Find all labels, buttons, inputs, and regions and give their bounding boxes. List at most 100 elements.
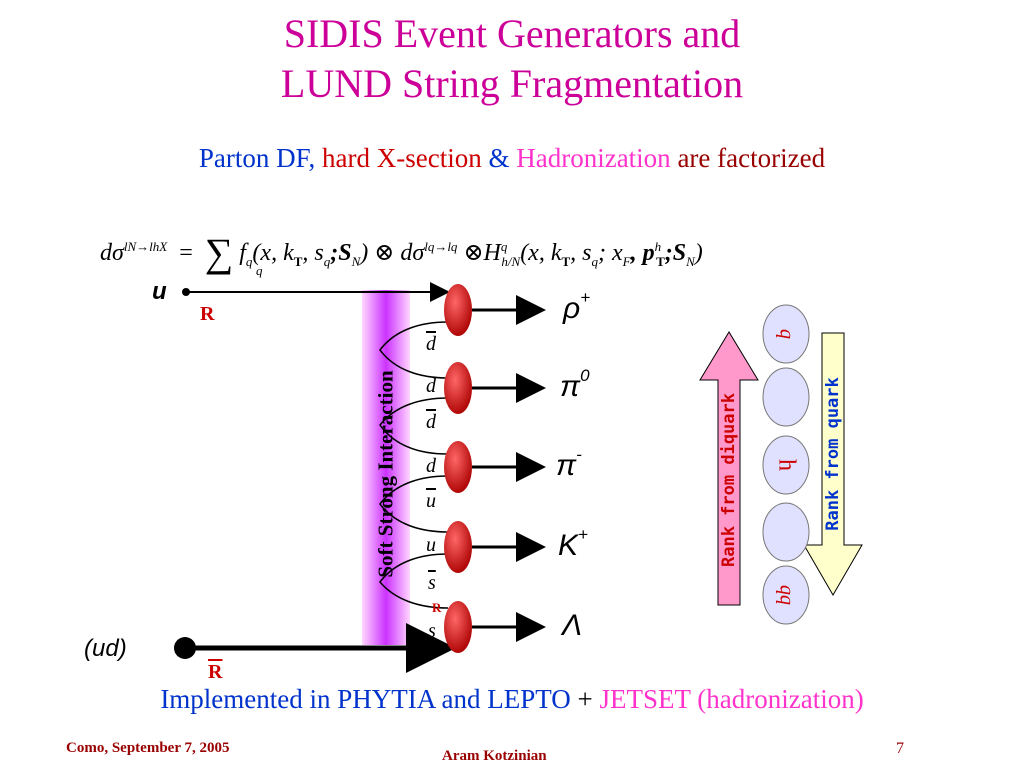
hadron-blob-1 [444,284,472,336]
hadron-pi-minus: π- [556,445,582,483]
formula-S1: ;S [330,240,352,266]
formula-pT: , p [630,240,655,266]
soft-interaction-band [362,290,410,645]
formula-xf: ; x [598,240,623,266]
formula-sum-sub: q [256,263,263,278]
quark-label-dbar-1: d [426,333,436,355]
pair-curve-4 [379,553,449,609]
pair-curve-3 [379,475,449,533]
rank-qq-label: qq [775,585,798,605]
implemented-plus: + [577,684,593,714]
formula-SN-sub: N [351,253,361,269]
quark-label-dbar-2: d [426,411,436,433]
hadron-k-sup: + [578,525,588,544]
formula-s1: , s [302,240,324,266]
formula-sq2-sub: q [591,253,599,269]
hadron-pim-sup: - [576,445,582,464]
formula-kt2-sub: T [561,253,571,269]
hadron-rho-plus: ρ+ [563,288,590,326]
hadron-k-base: K [558,529,579,562]
formula-pT-sup: h [654,239,662,254]
formula-otimes-1: ⊗ [374,240,395,266]
formula-sq-sub: q [323,253,331,269]
page-number: 7 [896,740,904,757]
rank-ellipse-h [762,435,810,495]
formula-SN2-sub: N [686,253,695,269]
formula-args2: (x, k [520,240,562,266]
pair-curve-2 [379,397,449,455]
quark-label-sbar: s [428,572,436,594]
formula-H-sup: q [500,239,508,254]
rank-diquark-arrow [699,331,759,606]
formula-d-2: d [400,240,413,266]
subtitle-hadronization: Hadronization [516,143,671,173]
formula-d: d [100,240,112,266]
hadron-blob-4 [444,521,472,573]
subtitle-factorized: are factorized [677,143,826,173]
quark-label-s: s [428,620,436,642]
hadron-rho-sup: + [580,288,591,307]
hadron-pi-zero: π0 [560,366,590,404]
rank-ellipse-2 [762,367,810,427]
r-top-label: R [200,303,215,325]
implemented-jetset: JETSET (hadronization) [599,684,864,714]
formula-sigma: σ [112,240,124,266]
formula-kt-sub: T [293,253,303,269]
hadron-blob-2 [444,362,472,414]
hadron-lambda-base: Λ [562,609,583,642]
subtitle-hard-xsection: hard X-section [322,143,482,173]
formula-sup-lhs: lN→lhX [123,239,168,254]
quark-label-d-2: d [426,455,436,477]
formula-xF-sub: F [622,253,631,269]
title-line-2: LUND String Fragmentation [280,61,744,106]
subtitle-parton-df: Parton DF, [198,143,316,173]
diquark-label: (ud) [84,635,127,662]
rank-h-label: h [773,459,800,471]
formula-f: f [239,240,246,266]
hadron-blob-3 [444,441,472,493]
footer-date: Como, September 7, 2005 [66,740,230,756]
formula-equals: = [179,240,193,266]
quark-label-u: u [426,534,436,556]
formula-sup-mid: lq→lq [424,239,458,254]
implemented-line: Implemented in PHYTIA and LEPTO + JETSET… [0,684,1024,715]
hadron-pi0-sup: 0 [580,366,590,385]
hadron-rho-base: ρ [563,292,581,325]
footer-author: Aram Kotzinian [442,748,547,764]
formula-H-sub: h/N [501,253,521,269]
fragmentation-diagram [174,282,863,673]
formula-args1: (x, k [252,240,294,266]
formula-s2: , s [570,240,592,266]
rank-ellipse-qq [762,565,810,625]
subtitle: Parton DF, hard X-section & Hadronizatio… [0,143,1024,174]
formula-close2: ) [694,240,703,266]
hadron-blob-5 [444,601,472,653]
factorization-formula: dσlN→lhX = ∑ fq(x, kT, sq;SN) ⊗ dσlq→lq … [100,215,930,285]
formula-otimes-2: ⊗ [463,240,484,266]
formula-sigma-2: σ [412,240,425,266]
r-small-label: R [432,600,442,615]
title-line-1: SIDIS Event Generators and [283,11,741,56]
pair-curve-1 [379,321,449,379]
hadron-lambda: Λ [562,609,582,643]
rank-q-label: q [775,329,798,339]
hadron-pi0-base: π [560,370,581,403]
rank-from-quark-label: Rank from quark [823,377,843,531]
subtitle-ampersand: & [488,143,510,173]
rank-quark-arrow [803,332,863,596]
rank-ellipse-q [762,304,810,364]
r-bottom-label: R [208,661,223,683]
formula-pT-sub: T [656,253,665,269]
implemented-text: Implemented in PHYTIA and LEPTO [160,684,571,714]
rank-ellipse-4 [762,502,810,562]
formula-close1: ) [360,240,369,266]
quark-u-label: u [152,278,167,305]
quark-label-ubar: u [426,490,436,512]
formula-S2: ;S [664,240,687,266]
hadron-k-plus: K+ [558,525,588,563]
formula-H: H [483,240,501,266]
quark-label-d-1: d [426,375,436,397]
formula-line: dσlN→lhX = ∑ fq(x, kT, sq;SN) ⊗ dσlq→lq … [100,223,703,275]
soft-interaction-label: Soft Strong Interaction [373,370,398,578]
formula-f-sub: q [245,253,253,269]
